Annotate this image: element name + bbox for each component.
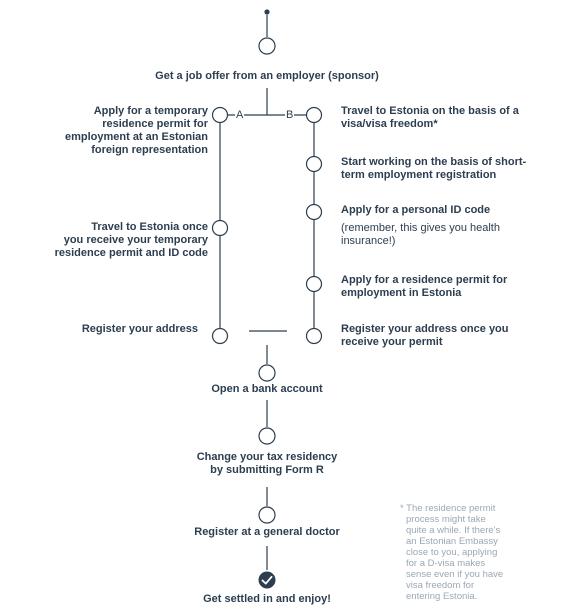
step-doctor: Register at a general doctor: [194, 526, 340, 538]
node-apply-residence: [305, 275, 323, 293]
node-start-working: [305, 155, 323, 173]
step-settled: Get settled in and enjoy!: [203, 593, 331, 605]
step-tax-residency: Change your tax residency by submitting …: [196, 451, 338, 476]
node-register-left: [211, 327, 229, 345]
step-bank-account: Open a bank account: [211, 383, 323, 395]
step-apply-residence: Apply for a residence permit for employm…: [341, 274, 508, 299]
node-doctor: [258, 506, 276, 524]
step-start-working: Start working on the basis of short- ter…: [341, 156, 527, 181]
step-personal-id: Apply for a personal ID code: [341, 204, 491, 216]
step-travel-with-permit: Travel to Estonia once you receive your …: [54, 221, 208, 259]
node-travel-visa: [305, 106, 323, 124]
node-apply-temp: [211, 106, 229, 124]
branch-b-label: B: [285, 109, 295, 121]
check-icon: [258, 571, 276, 589]
step-apply-temporary-permit: Apply for a temporary residence permit f…: [64, 105, 208, 156]
step-personal-id-note: (remember, this gives you health insuran…: [341, 222, 500, 247]
node-travel-left: [211, 219, 229, 237]
step-register-address-right: Register your address once you receive y…: [341, 323, 509, 348]
branch-a-label: A: [235, 109, 245, 121]
step-job-offer: Get a job offer from an employer (sponso…: [155, 70, 379, 82]
step-travel-visa: Travel to Estonia on the basis of a visa…: [341, 105, 519, 130]
step-register-address-left: Register your address: [81, 323, 198, 335]
node-start: [258, 37, 276, 55]
node-bank: [258, 364, 276, 382]
start-dot-icon: [264, 9, 270, 15]
footnote: * The residence permit process might tak…: [400, 503, 504, 602]
node-register-right: [305, 327, 323, 345]
node-tax: [258, 427, 276, 445]
node-personal-id: [305, 203, 323, 221]
